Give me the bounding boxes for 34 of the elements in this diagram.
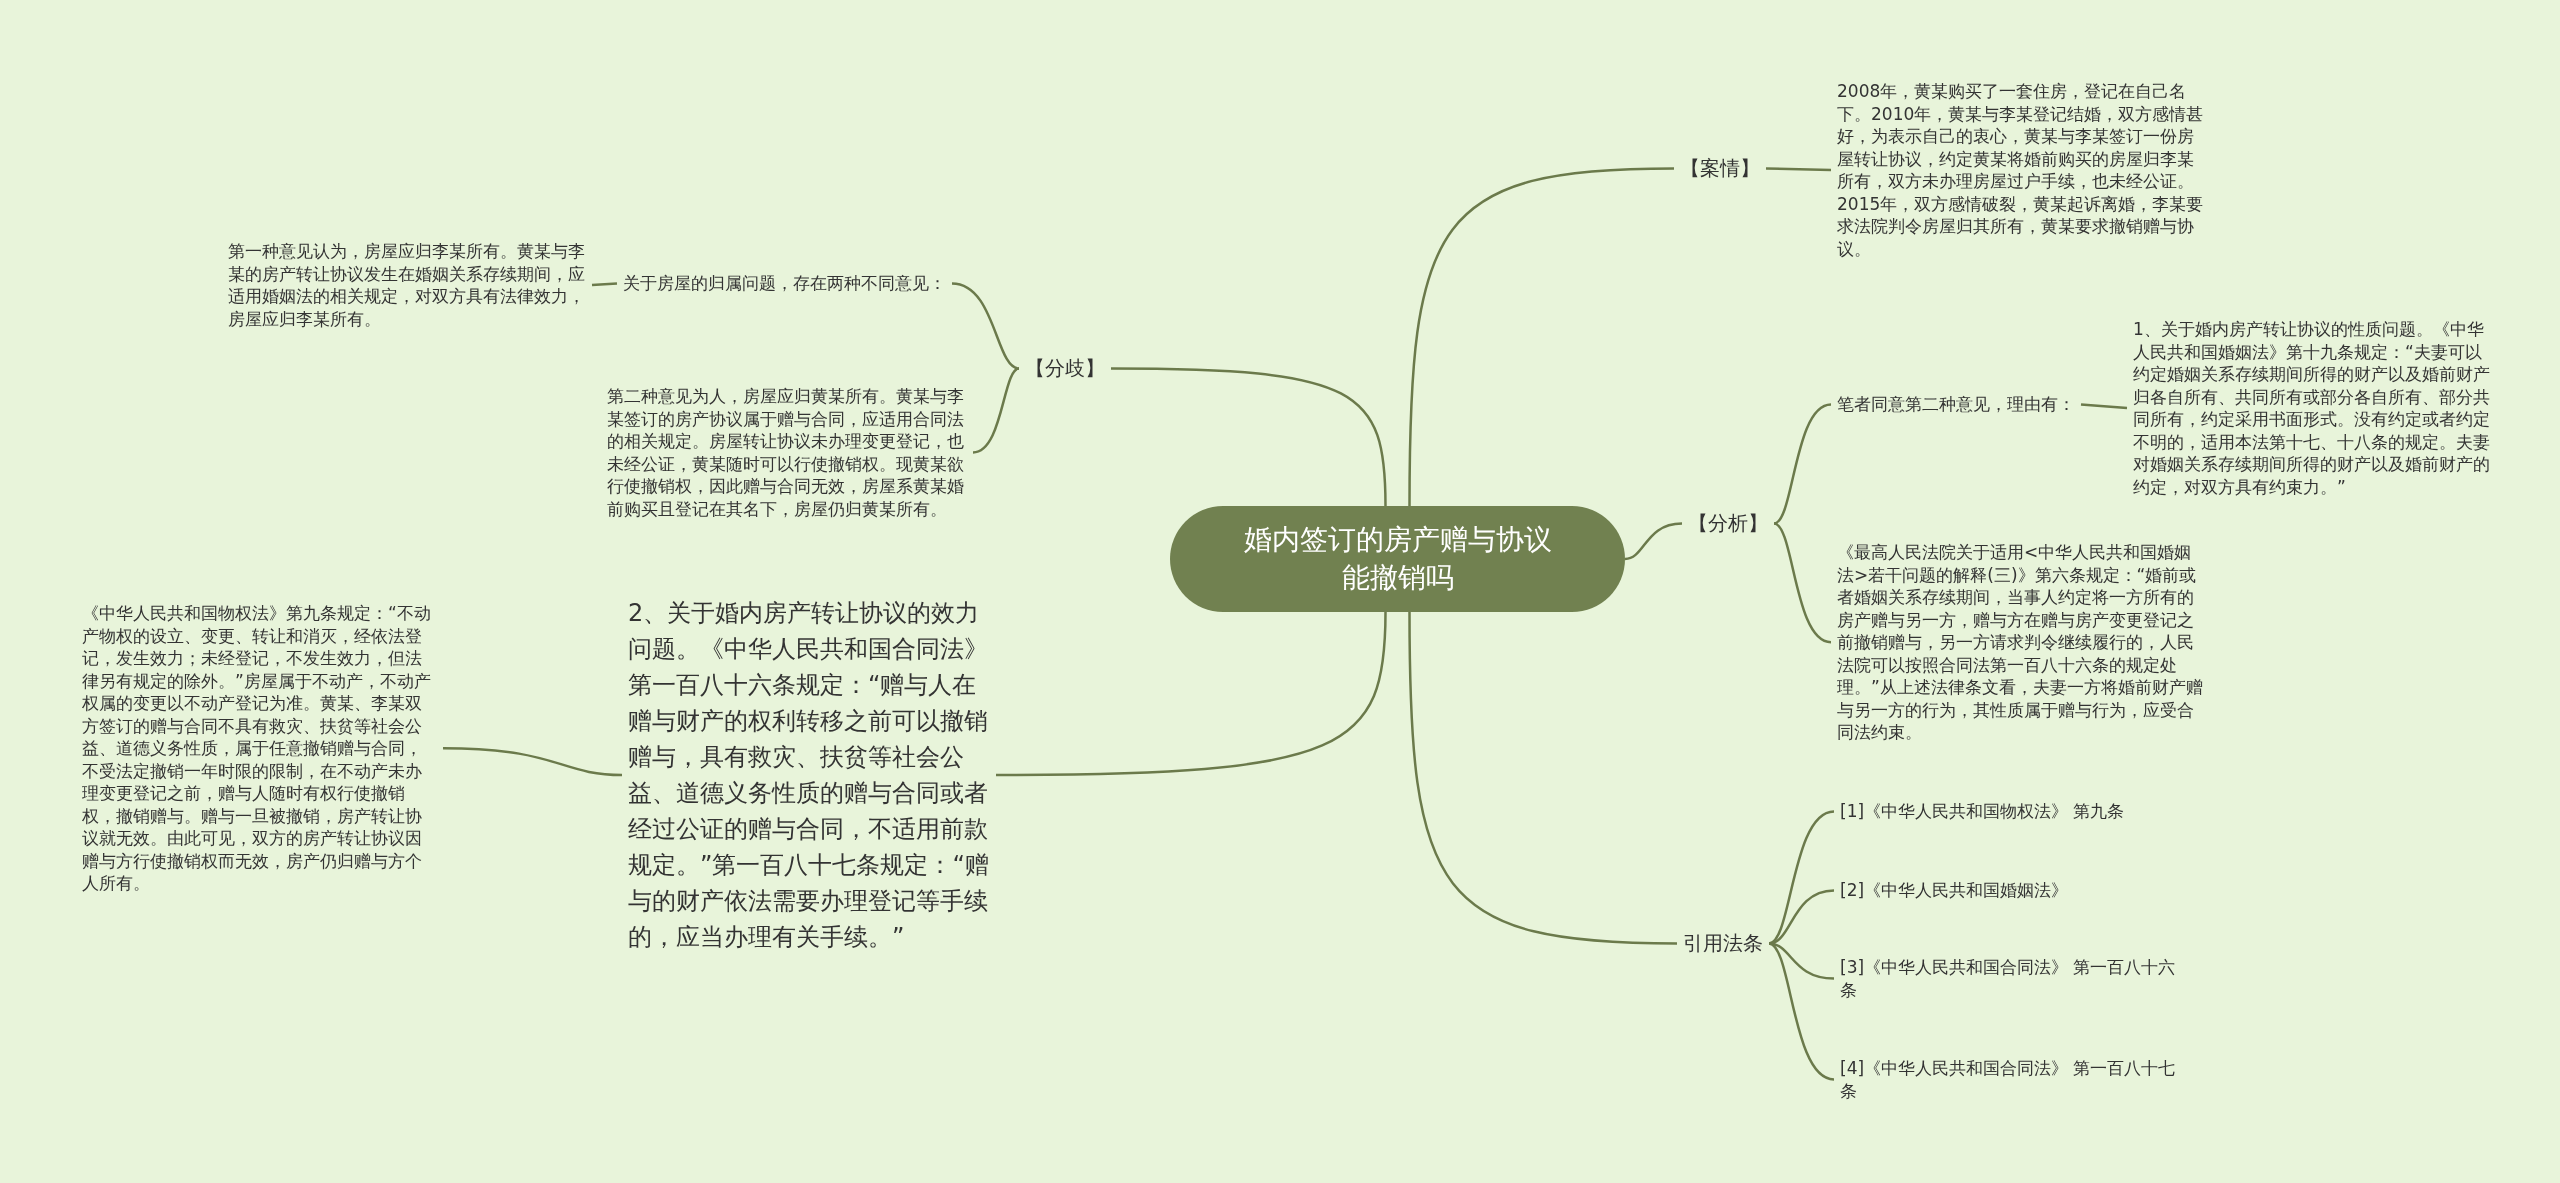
reference-text: [4]《中华人民共和国合同法》 第一百八十七条 [1840,1057,2190,1102]
connector-line [1768,889,1835,945]
connector-line [1765,167,1832,172]
note-text: 第二种意见为人，房屋应归黄某所有。黄某与李某签订的房产协议属于赠与合同，应适用合同法的相关规定。房屋转让协议未办理变更登记，也未经公证，黄某随时可以行使撤销权。现黄某欲行使撤销权，因此赠与合同无效，房屋系黄某婚前购买且登记在其名下，房屋仍归黄某所有。 [607,385,967,520]
connector-line [442,747,623,777]
branch-label: 引用法条 [1683,930,1763,957]
connector-line [1768,810,1835,945]
reference-text: [2]《中华人民共和国婚姻法》 [1840,879,2069,902]
connector-line [2080,403,2128,410]
branch-label: 【分析】 [1688,510,1768,537]
connector-line [1768,942,1835,1081]
reference-text: [1]《中华人民共和国物权法》 第九条 [1840,800,2125,823]
note-text: 关于房屋的归属问题，存在两种不同意见： [623,272,946,295]
note-text: 《最高人民法院关于适用<中华人民共和国婚姻法>若干问题的解释(三)》第六条规定：“婚前或者婚姻关系存续期间，当事人约定将一方所有的房产赠与另一方，赠与方在赠与房产变更登记之前撤销赠与，另一方请求判令继续履行的，人民法院可以按照合同法第一百八十六条的规定处理。”从上述法律条文看，夫妻一方将婚前财产赠与另一方的行为，其性质属于赠与行为，应受合同法约束。 [1837,541,2207,744]
note-text: 《中华人民共和国物权法》第九条规定：“不动产物权的设立、变更、转让和消灭，经依法登记，发生效力；未经登记，不发生效力，但法律另有规定的除外。”房屋属于不动产，不动产权属的变更以不动产登记为准。黄某、李某双方签订的赠与合同不具有救灾、扶贫等社会公益、道德义务性质，属于任意撤销赠与合同，不受法定撤销一年时限的限制，在不动产未办理变更登记之前，赠与人随时有权行使撤销权，撤销赠与。赠与一旦被撤销，房产转让协议就无效。由此可见，双方的房产转让协议因赠与方行使撤销权而无效，房产仍归赠与方个人所有。 [82,602,437,895]
connector-line [591,282,618,287]
note-text: 2、关于婚内房产转让协议的效力问题。《中华人民共和国合同法》第一百八十六条规定：“赠与人在赠与财产的权利转移之前可以撤销赠与，具有救灾、扶贫等社会公益、道德义务性质的赠与合同或者经过公证的赠与合同，不适用前款规定。”第一百八十七条规定：“赠与的财产依法需要办理登记等手续的，应当办理有关手续。” [628,595,990,955]
connector-line [951,282,1020,370]
central-topic-pill: 婚内签订的房产赠与协议能撤销吗 [1170,506,1625,612]
connector-line [1773,403,1832,525]
connector-line [1408,612,1678,945]
note-text: 第一种意见认为，房屋应归李某所有。黄某与李某的房产转让协议发生在婚姻关系存续期间，应适用婚姻法的相关规定，对双方具有法律效力，房屋应归李某所有。 [228,240,586,330]
connector-line [1111,367,1387,507]
connector-line [1408,167,1675,506]
note-text: 笔者同意第二种意见，理由有： [1837,393,2075,416]
connector-line [996,611,1387,777]
connector-line [972,367,1020,454]
connector-line [1624,522,1683,561]
note-text: 1、关于婚内房产转让协议的性质问题。《中华人民共和国婚姻法》第十九条规定：“夫妻可以约定婚姻关系存续期间所得的财产以及婚前财产归各自所有、共同所有或部分各自所有、部分共同所有，约定采用书面形式。没有约定或者约定不明的，适用本法第十七、十八条的规定。夫妻对婚姻关系存续期间所得的财产以及婚前财产的约定，对双方具有约束力。” [2133,318,2498,498]
branch-label: 【案情】 [1680,155,1760,182]
note-text: 2008年，黄某购买了一套住房，登记在自己名下。2010年，黄某与李某登记结婚，双方感情甚好，为表示自己的衷心，黄某与李某签订一份房屋转让协议，约定黄某将婚前购买的房屋归李某所有，双方未办理房屋过户手续，也未经公证。2015年，双方感情破裂，黄某起诉离婚，李某要求法院判令房屋归其所有，黄某要求撤销赠与协议。 [1837,80,2207,260]
branch-label: 【分歧】 [1025,355,1105,382]
reference-text: [3]《中华人民共和国合同法》 第一百八十六条 [1840,956,2190,1001]
connector-line [1773,522,1832,644]
